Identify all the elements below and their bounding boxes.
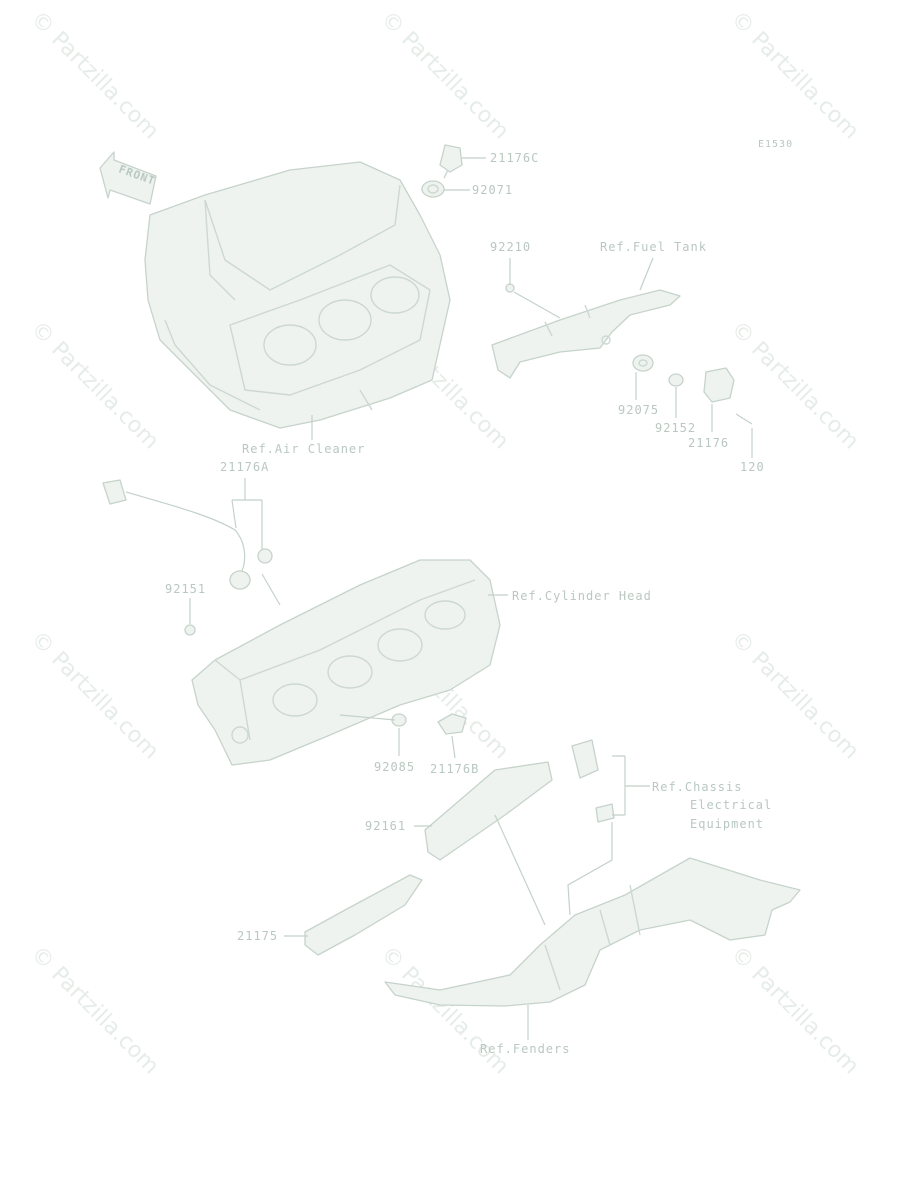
label-ref-air-cleaner: Ref.Air Cleaner bbox=[242, 442, 365, 456]
diagram-code: E1530 bbox=[758, 139, 793, 150]
label-92071: 92071 bbox=[472, 183, 513, 197]
bolt-120-drawing bbox=[735, 413, 753, 425]
cover-21175-drawing bbox=[304, 874, 423, 956]
watermark: © Partzilla.com bbox=[726, 7, 864, 145]
label-92085: 92085 bbox=[374, 760, 415, 774]
label-120: 120 bbox=[740, 460, 765, 474]
label-92210: 92210 bbox=[490, 240, 531, 254]
cylinder-head-drawing bbox=[191, 559, 501, 766]
watermark: © Partzilla.com bbox=[726, 317, 864, 455]
label-ref-chassis-equipment: Equipment bbox=[690, 817, 764, 831]
label-ref-cylinder-head: Ref.Cylinder Head bbox=[512, 589, 652, 603]
label-92075: 92075 bbox=[618, 403, 659, 417]
fender-drawing bbox=[384, 857, 801, 1007]
connector-drawing bbox=[571, 739, 615, 823]
part-labels: 21176C 92071 92210 Ref.Fuel Tank 92075 9… bbox=[165, 151, 772, 1056]
label-ref-fuel-tank: Ref.Fuel Tank bbox=[600, 240, 707, 254]
label-ref-chassis-electrical: Electrical bbox=[690, 798, 772, 812]
cover-92161-drawing bbox=[424, 761, 553, 861]
watermark: © Partzilla.com bbox=[376, 942, 514, 1080]
sensor-21176-drawing bbox=[703, 367, 735, 403]
watermark: © Partzilla.com bbox=[26, 7, 164, 145]
watermark: © Partzilla.com bbox=[26, 627, 164, 765]
washer-92152-drawing bbox=[668, 373, 684, 387]
watermark: © Partzilla.com bbox=[726, 942, 864, 1080]
label-21175: 21175 bbox=[237, 929, 278, 943]
sensor-21176c-drawing bbox=[439, 144, 463, 179]
watermark: © Partzilla.com bbox=[376, 7, 514, 145]
bracket-92210-drawing bbox=[491, 289, 681, 379]
label-92151: 92151 bbox=[165, 582, 206, 596]
label-21176b: 21176B bbox=[430, 762, 479, 776]
label-92152: 92152 bbox=[655, 421, 696, 435]
front-arrow-icon: FRONT bbox=[99, 151, 157, 205]
label-21176: 21176 bbox=[688, 436, 729, 450]
sensor-21176b-drawing bbox=[437, 713, 467, 735]
label-21176a: 21176A bbox=[220, 460, 269, 474]
watermark: © Partzilla.com bbox=[726, 627, 864, 765]
label-ref-chassis: Ref.Chassis bbox=[652, 780, 742, 794]
label-21176c: 21176C bbox=[490, 151, 539, 165]
leader-lines bbox=[189, 157, 753, 1040]
label-ref-fenders: Ref.Fenders bbox=[480, 1042, 570, 1056]
watermark: © Partzilla.com bbox=[26, 942, 164, 1080]
watermark: © Partzilla.com bbox=[26, 317, 164, 455]
collar-92075-drawing bbox=[632, 354, 654, 372]
sensor-21176a-drawing bbox=[102, 479, 273, 590]
bolt-92210-drawing bbox=[505, 283, 515, 293]
label-92161: 92161 bbox=[365, 819, 406, 833]
grommet-92071-drawing bbox=[421, 180, 445, 198]
grommet-92151-drawing bbox=[184, 624, 196, 636]
air-cleaner-drawing bbox=[144, 161, 451, 429]
